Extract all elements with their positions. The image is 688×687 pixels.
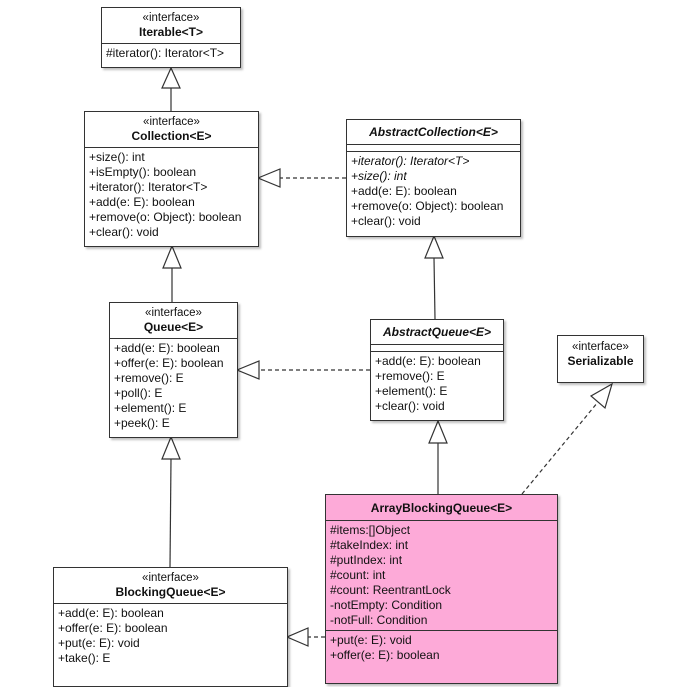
class-array-blocking-queue[interactable]: ArrayBlockingQueue<E> #items:[]Object #t… [325, 494, 558, 684]
method: +add(e: E): boolean [89, 195, 195, 209]
method: +poll(): E [114, 386, 163, 400]
realization-abq-serializable [521, 382, 613, 495]
class-name: ArrayBlockingQueue<E> [370, 501, 513, 515]
fields-compartment [347, 145, 520, 152]
class-name: Iterable<T> [138, 25, 204, 39]
method: +peek(): E [114, 416, 170, 430]
method: +add(e: E): boolean [114, 341, 220, 355]
stereotype: «interface» [142, 12, 200, 24]
method: +offer(e: E): boolean [114, 356, 224, 370]
method: +iterator(): Iterator<T> [89, 180, 208, 194]
realization-abstractcollection-collection [256, 168, 346, 188]
method: +remove(): E [375, 369, 445, 383]
method: +clear(): void [375, 399, 445, 413]
class-abstract-collection[interactable]: AbstractCollection<E> +iterator(): Itera… [346, 119, 521, 237]
method: +take(): E [58, 651, 111, 665]
class-name: Collection<E> [131, 129, 212, 143]
method: #iterator(): Iterator<T> [106, 46, 225, 60]
generalization-blockingqueue-queue [161, 435, 181, 568]
field: #count: int [330, 568, 386, 582]
stereotype: «interface» [572, 341, 629, 353]
generalization-collection-iterable [161, 66, 181, 111]
method: +put(e: E): void [58, 636, 140, 650]
method: +remove(): E [114, 371, 184, 385]
class-name: BlockingQueue<E> [115, 585, 226, 599]
class-iterable[interactable]: «interface»Iterable<T> #iterator(): Iter… [101, 7, 241, 68]
method: +remove(o: Object): boolean [351, 199, 504, 213]
class-abstract-queue[interactable]: AbstractQueue<E> +add(e: E): boolean +re… [370, 319, 504, 421]
method: +element(): E [375, 384, 448, 398]
method: +size(): int [89, 150, 145, 164]
class-serializable[interactable]: «interface»Serializable [557, 335, 644, 383]
field: -notEmpty: Condition [330, 598, 443, 612]
class-queue[interactable]: «interface»Queue<E> +add(e: E): boolean … [109, 302, 238, 438]
class-name: Serializable [567, 354, 634, 368]
field: #putIndex: int [330, 553, 403, 567]
method: +add(e: E): boolean [351, 184, 457, 198]
generalization-abq-abstractqueue [428, 419, 448, 494]
field: #items:[]Object [330, 523, 411, 537]
method: +remove(o: Object): boolean [89, 210, 242, 224]
generalization-queue-collection [162, 244, 182, 302]
realization-abq-blockingqueue [285, 627, 325, 647]
realization-abstractqueue-queue [235, 360, 370, 380]
method: +clear(): void [351, 214, 421, 228]
method: +add(e: E): boolean [375, 354, 481, 368]
field: #count: ReentrantLock [330, 583, 451, 597]
stereotype: «interface» [143, 116, 200, 128]
method: +add(e: E): boolean [58, 606, 164, 620]
method: +offer(e: E): boolean [330, 648, 440, 662]
method: +clear(): void [89, 225, 159, 239]
method: +size(): int [351, 169, 407, 183]
field: #takeIndex: int [330, 538, 409, 552]
class-name: Queue<E> [143, 320, 204, 334]
field: -notFull: Condition [330, 613, 428, 627]
method: +put(e: E): void [330, 633, 412, 647]
fields-compartment [371, 345, 503, 352]
stereotype: «interface» [145, 307, 202, 319]
relationship-lines [161, 66, 613, 647]
stereotype: «interface» [142, 572, 199, 584]
method: +offer(e: E): boolean [58, 621, 168, 635]
class-blocking-queue[interactable]: «interface»BlockingQueue<E> +add(e: E): … [53, 567, 288, 687]
class-name: AbstractCollection<E> [369, 125, 498, 139]
method: +isEmpty(): boolean [89, 165, 197, 179]
method: +element(): E [114, 401, 187, 415]
class-name: AbstractQueue<E> [382, 325, 492, 339]
method: +iterator(): Iterator<T> [351, 154, 470, 168]
class-collection[interactable]: «interface»Collection<E> +size(): int +i… [84, 111, 259, 247]
generalization-abstractqueue-abstractcollection [424, 234, 444, 320]
